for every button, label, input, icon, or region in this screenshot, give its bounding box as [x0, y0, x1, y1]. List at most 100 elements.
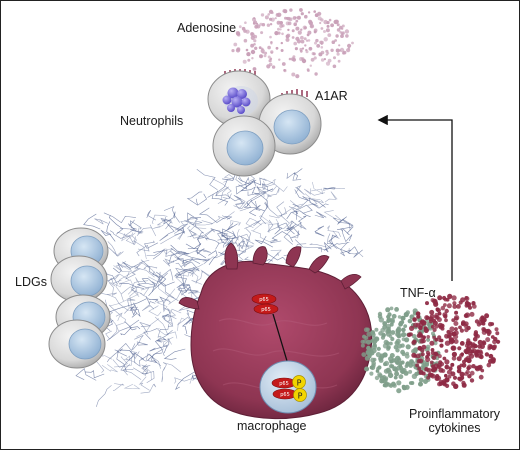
cytokine-dot: [442, 312, 448, 318]
cytokine-dot: [375, 352, 381, 358]
cytokine-dot: [398, 321, 403, 327]
net-fiber: [139, 321, 151, 335]
cytokine-dot: [494, 327, 499, 332]
cytokine-dot: [462, 359, 466, 364]
adenosine-dot: [275, 46, 279, 50]
net-fiber: [261, 181, 274, 190]
net-fiber: [119, 349, 144, 360]
adenosine-dot: [330, 48, 334, 52]
cytokine-dot: [437, 335, 442, 340]
cytokine-dot: [461, 362, 467, 368]
net-fiber: [125, 232, 137, 246]
net-fiber: [348, 248, 364, 258]
net-fiber: [175, 262, 194, 277]
net-fiber: [302, 195, 326, 208]
ldgs-label: LDGs: [15, 275, 47, 289]
cytokine-dot: [386, 346, 391, 351]
cytokine-dot: [463, 348, 469, 354]
net-fiber: [238, 245, 254, 257]
cytokine-dot: [394, 340, 400, 346]
adenosine-dot: [333, 56, 336, 60]
net-fiber: [267, 219, 280, 233]
cytokine-dot: [391, 358, 397, 363]
net-fiber: [83, 213, 101, 230]
cytokine-dot: [404, 353, 410, 359]
cytokine-dot: [432, 327, 437, 332]
net-fiber: [153, 249, 174, 257]
net-fiber: [250, 191, 267, 208]
net-fiber: [121, 232, 133, 242]
net-fiber: [178, 286, 191, 296]
net-fiber: [161, 313, 173, 326]
adenosine-dot: [250, 49, 256, 55]
net-fiber: [108, 247, 124, 257]
net-fiber: [112, 383, 125, 391]
adenosine-dot: [338, 44, 341, 47]
net-fiber: [252, 191, 267, 195]
net-fiber: [180, 220, 207, 229]
adenosine-dot: [263, 54, 267, 58]
net-fiber: [202, 253, 226, 262]
net-fiber: [144, 240, 159, 249]
adenosine-dot: [296, 15, 301, 20]
net-fiber: [136, 244, 150, 257]
cytokines-label: Proinflammatory cytokines: [409, 407, 500, 436]
net-fiber: [212, 178, 232, 199]
cytokine-dot: [458, 325, 462, 330]
net-fiber: [99, 292, 129, 312]
cytokine-dot: [496, 339, 501, 344]
adenosine-dot: [244, 21, 247, 25]
net-fiber: [132, 240, 147, 260]
cytokine-dot: [464, 300, 470, 306]
net-fiber: [106, 319, 140, 342]
adenosine-dot: [233, 42, 238, 47]
adenosine-dot: [309, 24, 315, 29]
cytokine-dot: [450, 362, 455, 367]
cytokine-dot: [401, 385, 407, 391]
adenosine-dot: [341, 31, 345, 35]
adenosine-dot: [299, 47, 303, 52]
adenosine-dot: [251, 57, 254, 60]
cytokine-dot: [389, 341, 393, 346]
net-fiber: [168, 289, 198, 305]
phospho-label: P: [297, 379, 302, 388]
cytokine-dot: [447, 374, 452, 379]
adenosine-dot: [271, 65, 276, 69]
cytokine-dot: [426, 375, 430, 380]
adenosine-dot: [327, 33, 332, 37]
net-fiber: [274, 223, 283, 235]
net-fiber: [196, 232, 204, 245]
net-fiber: [188, 229, 204, 239]
net-fiber: [247, 191, 268, 209]
adenosine-dot: [314, 41, 317, 45]
net-fiber: [304, 188, 325, 196]
cytokine-dot: [415, 363, 420, 368]
adenosine-dot: [253, 39, 257, 43]
adenosine-dot: [291, 29, 295, 33]
phospho-marker: [293, 388, 307, 402]
net-fiber: [190, 220, 213, 231]
net-fiber: [311, 181, 324, 195]
net-fiber: [111, 279, 134, 288]
cytokine-dot: [367, 351, 373, 357]
adenosine-dot: [281, 62, 286, 66]
cytokine-dot: [459, 371, 465, 377]
cytokine-dot: [460, 322, 465, 326]
cytokine-dot: [366, 331, 372, 337]
net-fiber: [208, 250, 218, 266]
net-fiber: [130, 220, 142, 230]
cytokine-dot: [458, 300, 463, 305]
adenosine-dot: [309, 64, 312, 67]
adenosine-dot: [247, 58, 251, 62]
net-fiber: [184, 218, 198, 226]
cytokine-dot: [412, 322, 419, 328]
cytokine-dot: [408, 369, 413, 374]
net-fiber: [227, 222, 238, 231]
cytokine-dot: [470, 342, 476, 348]
adenosine-dot: [325, 53, 328, 56]
p65-label: p65: [259, 297, 269, 303]
net-fiber: [165, 315, 172, 322]
cytokine-dot: [372, 342, 377, 346]
adenosine-dot: [295, 19, 299, 23]
